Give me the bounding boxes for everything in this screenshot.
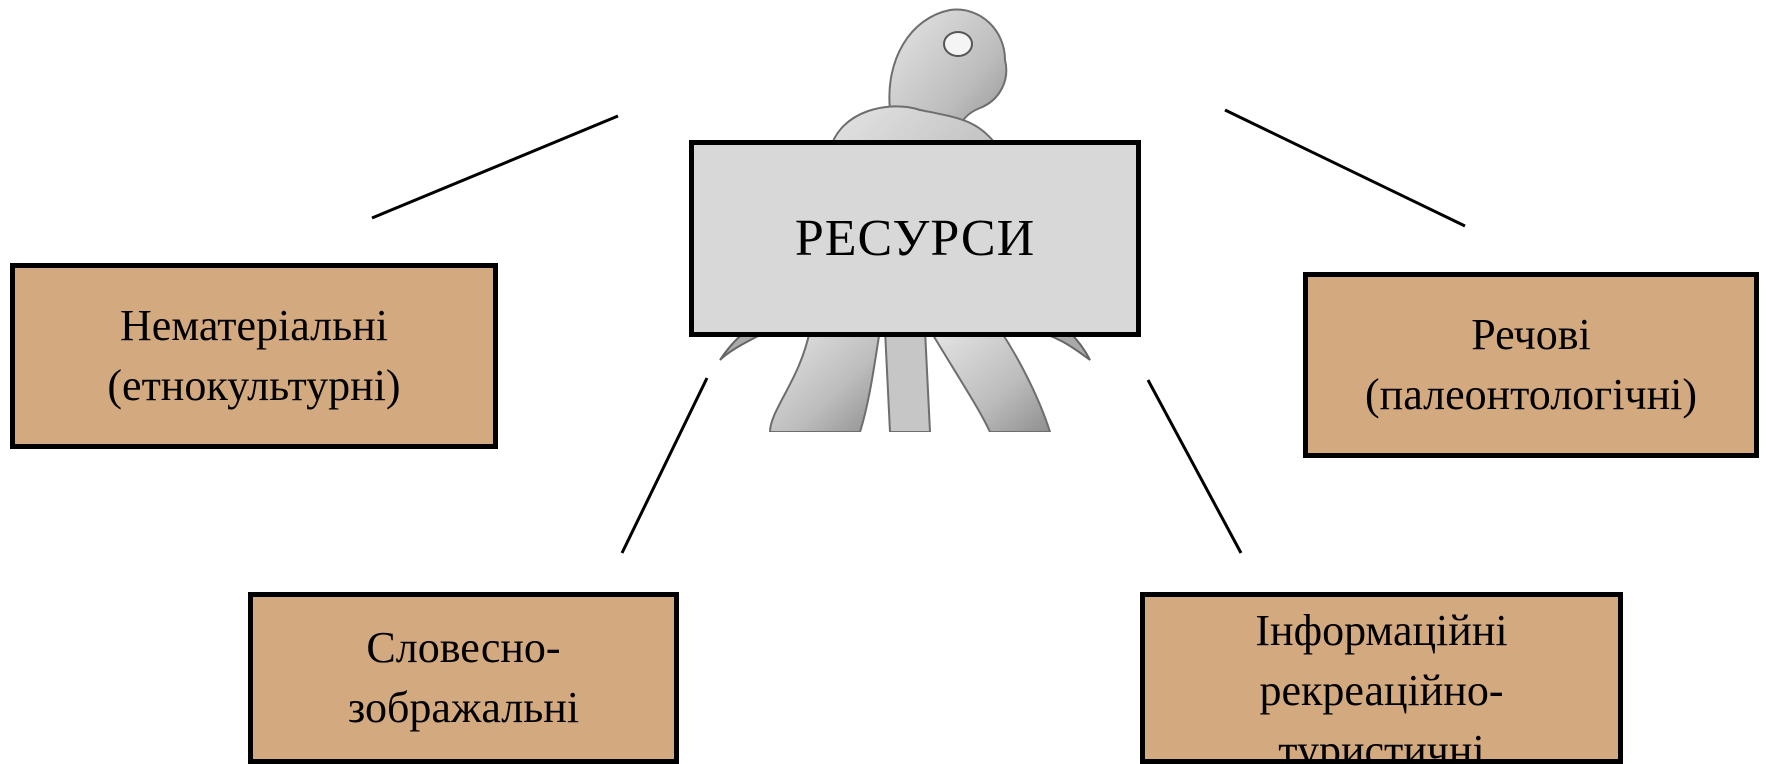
node-material: Речові (палеонтологічні)	[1303, 272, 1759, 458]
node-label-line: (палеонтологічні)	[1365, 370, 1697, 419]
center-node-label: РЕСУРСИ	[794, 209, 1036, 267]
node-label-line: (етнокультурні)	[107, 361, 401, 410]
node-label-line: Нематеріальні	[120, 301, 388, 350]
node-label-line: Словесно-	[366, 623, 561, 672]
node-intangible: Нематеріальні (етнокультурні)	[10, 263, 498, 449]
node-label-line: Інформаційні	[1255, 606, 1508, 655]
connector-line	[371, 114, 619, 220]
node-label-line: зображальні	[347, 683, 580, 732]
center-node: РЕСУРСИ	[689, 140, 1141, 337]
connector-line	[620, 377, 709, 554]
connector-line	[1224, 108, 1466, 228]
node-label-line: Речові	[1471, 310, 1591, 359]
node-verbal-visual: Словесно- зображальні	[248, 592, 679, 764]
node-information-tourism: Інформаційні рекреаційно- туристичні	[1140, 592, 1623, 764]
node-label-line: рекреаційно-	[1259, 666, 1504, 715]
node-label-line: туристичні	[1278, 726, 1485, 764]
connector-line	[1146, 379, 1243, 554]
